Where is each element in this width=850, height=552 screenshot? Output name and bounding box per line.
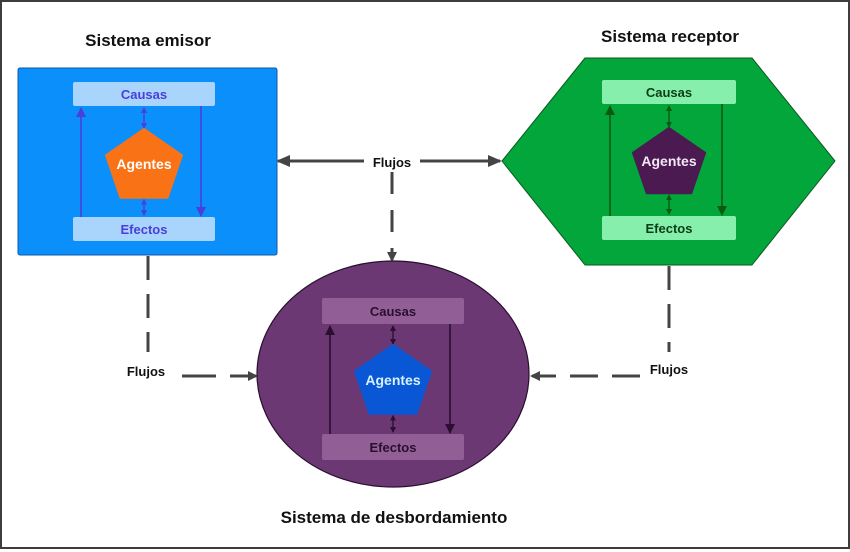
overflow-title: Sistema de desbordamiento [281,508,508,527]
receptor-effects-box [602,216,736,240]
emitter-causes-box [73,82,215,106]
receptor-causes-label: Causas [646,85,692,100]
receptor-agents-label: Agentes [641,153,696,169]
overflow-agents-label: Agentes [365,372,420,388]
flow-label-right: Flujos [650,362,688,377]
overflow-effects-box [322,434,464,460]
emitter-effects-label: Efectos [121,222,168,237]
receptor-effects-label: Efectos [646,221,693,236]
overflow-causes-label: Causas [370,304,416,319]
receptor-causes-box [602,80,736,104]
overflow-effects-label: Efectos [370,440,417,455]
emitter-agents-pentagon [105,128,183,199]
emitter-agents-label: Agentes [116,156,171,172]
flow-connectors [146,155,671,381]
flow-label-bg [364,152,420,170]
receptor-title: Sistema receptor [601,27,739,46]
emitter-causes-label: Causas [121,87,167,102]
flow-label-top: Flujos [373,155,411,170]
overflow-agents-pentagon [354,344,432,415]
receptor-agents-pentagon [631,126,707,195]
emitter-title: Sistema emisor [85,31,211,50]
flow-label-left: Flujos [127,364,165,379]
overflow-causes-box [322,298,464,324]
emitter-effects-box [73,217,215,241]
